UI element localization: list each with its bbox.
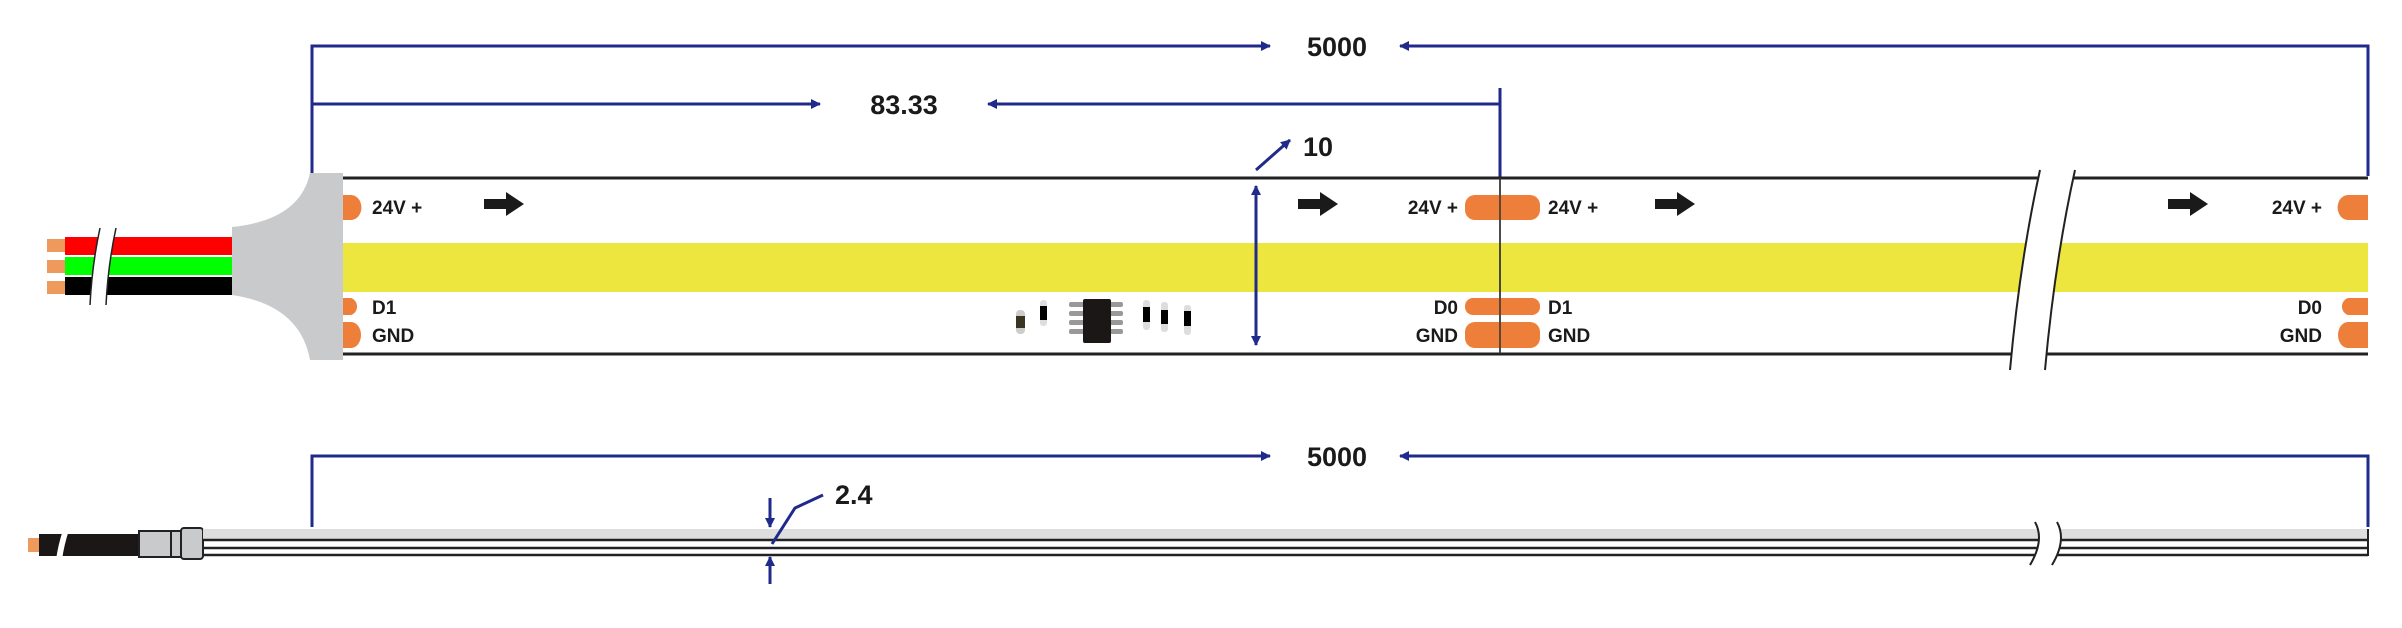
- pad-label-vplus: 24V +: [1408, 198, 1458, 219]
- pad-label-vplus: 24V +: [372, 198, 422, 219]
- ic-chip: [1083, 299, 1111, 343]
- pad-label-vplus: 24V +: [2272, 198, 2322, 219]
- total-length-side-label: 5000: [1307, 442, 1367, 472]
- pad-label-gnd: GND: [1416, 326, 1458, 347]
- side-connector: [180, 527, 204, 560]
- break-mark: [2030, 522, 2061, 565]
- pad-label-d0: D0: [1434, 298, 1458, 319]
- wire-red: [65, 237, 232, 255]
- pad-label-gnd: GND: [1548, 326, 1590, 347]
- side-cable: [39, 534, 139, 556]
- pad-label-d1: D1: [1548, 298, 1573, 319]
- dimension-thickness: 2.4: [765, 480, 873, 584]
- ic-chip-components: [1016, 299, 1191, 343]
- led-strip-top-view: [343, 169, 2368, 371]
- pad-label-gnd: GND: [2280, 326, 2322, 347]
- solder-pads: [343, 195, 2368, 348]
- dimension-total-length-top: 5000: [310, 32, 2370, 176]
- dimension-total-length-side: 5000: [310, 442, 2370, 527]
- pad-label-d0: D0: [2298, 298, 2322, 319]
- cob-led-band: [343, 243, 2368, 292]
- pad-label-d1: D1: [372, 298, 397, 319]
- input-wires: [47, 227, 232, 306]
- end-connector: [232, 173, 343, 360]
- direction-arrow-icon: [484, 192, 2208, 216]
- wire-green: [65, 257, 232, 275]
- led-strip-side-view: [28, 521, 2369, 566]
- width-label: 10: [1303, 132, 1333, 162]
- pad-labels: 24V + D1 GND 24V + D0 GND 24V + D1 GND 2…: [372, 198, 2322, 347]
- dimension-width: 10: [1251, 132, 1333, 346]
- total-length-label: 5000: [1307, 32, 1367, 62]
- thickness-label: 2.4: [835, 480, 873, 510]
- pad-label-vplus: 24V +: [1548, 198, 1598, 219]
- dimension-segment-length: 83.33: [312, 88, 1502, 180]
- segment-length-label: 83.33: [870, 90, 938, 120]
- break-mark: [2010, 170, 2075, 370]
- pad-label-gnd: GND: [372, 326, 414, 347]
